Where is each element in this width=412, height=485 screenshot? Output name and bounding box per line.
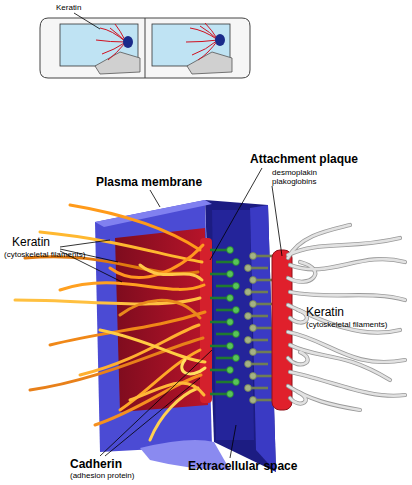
label-text: Attachment plaque xyxy=(250,153,400,166)
label-text: (cytoskeletal filaments) xyxy=(4,251,114,260)
leader-lines xyxy=(60,13,282,458)
attachment-plaque xyxy=(115,228,212,412)
label-text: desmoplakin xyxy=(272,169,362,178)
label-text: Cadherin xyxy=(70,458,160,471)
label-text: plakoglobins xyxy=(272,178,362,187)
keratin-filaments xyxy=(288,225,405,410)
label-text: Keratin xyxy=(56,4,116,13)
label-text: (adhesion protein) xyxy=(70,472,170,481)
cell-inset xyxy=(40,18,250,78)
label-text: Keratin xyxy=(12,236,82,249)
label-text: Extracellular space xyxy=(188,460,338,473)
label-text: Plasma membrane xyxy=(96,176,226,189)
cadherin-proteins xyxy=(210,247,273,404)
label-text: (cytoskeletal filaments) xyxy=(306,321,410,330)
label-text: Keratin xyxy=(306,306,376,319)
